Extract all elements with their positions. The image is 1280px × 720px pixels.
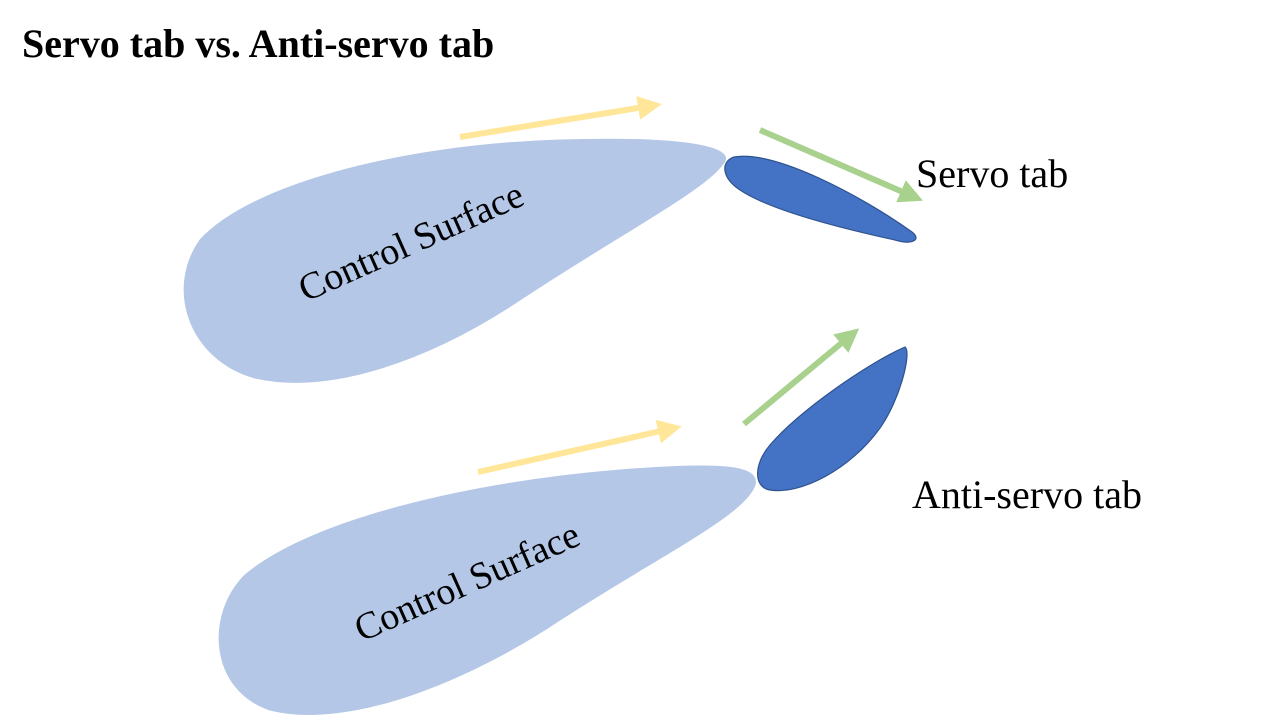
page-title: Servo tab vs. Anti-servo tab xyxy=(22,21,495,66)
control-surface-bottom xyxy=(218,465,756,715)
servo-tab-label: Servo tab xyxy=(916,151,1068,196)
deflection-arrow-anti-servo xyxy=(742,328,860,427)
anti-servo-tab-shape xyxy=(757,346,908,492)
deflection-arrow-servo xyxy=(758,127,924,203)
control-surface-top xyxy=(183,138,727,383)
airflow-arrow-bottom xyxy=(477,419,682,475)
servo-tab-shape xyxy=(724,155,917,243)
anti-servo-tab-label: Anti-servo tab xyxy=(912,472,1142,517)
airflow-arrow-top xyxy=(459,96,662,140)
servo-tab-group: Control Surface Servo tab xyxy=(183,96,1068,383)
anti-servo-tab-group: Control Surface Anti-servo tab xyxy=(218,328,1142,715)
